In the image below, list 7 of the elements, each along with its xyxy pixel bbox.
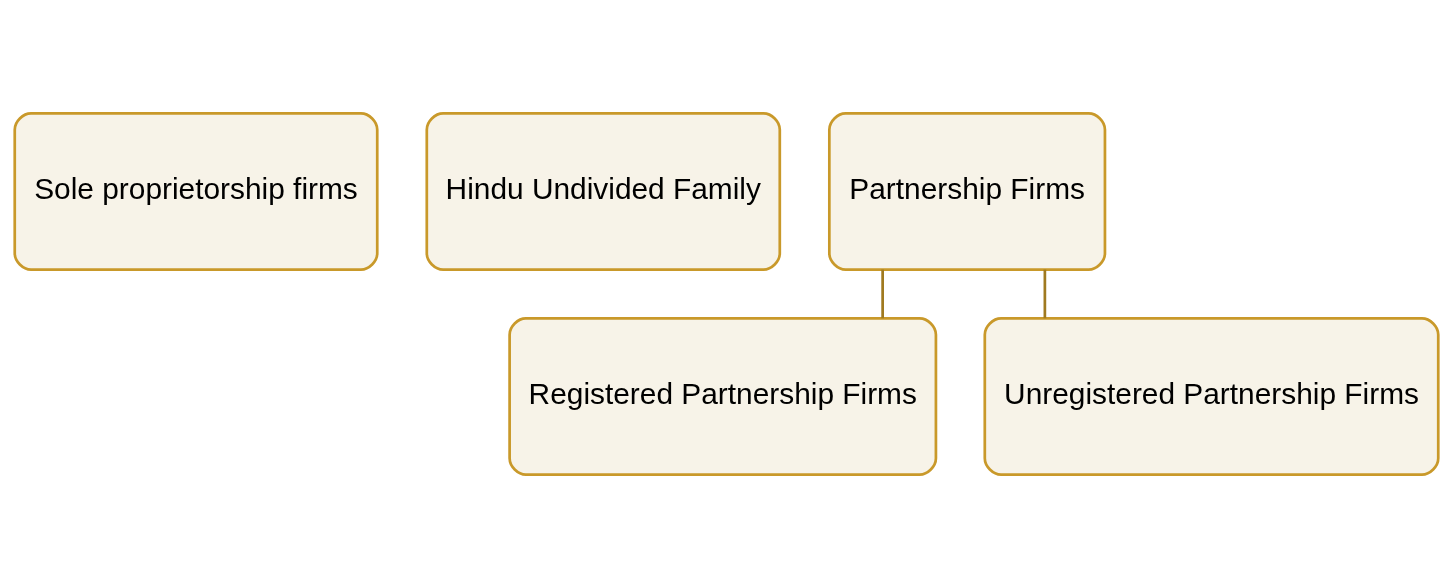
node-box: Partnership Firms <box>828 111 1107 271</box>
node-box: Unregistered Partnership Firms <box>983 316 1440 476</box>
connector <box>1043 269 1047 318</box>
node-box: Sole proprietorship firms <box>13 111 379 271</box>
connector <box>881 269 884 318</box>
node-box: Registered Partnership Firms <box>508 316 938 476</box>
node-box: Hindu Undivided Family <box>425 111 782 271</box>
